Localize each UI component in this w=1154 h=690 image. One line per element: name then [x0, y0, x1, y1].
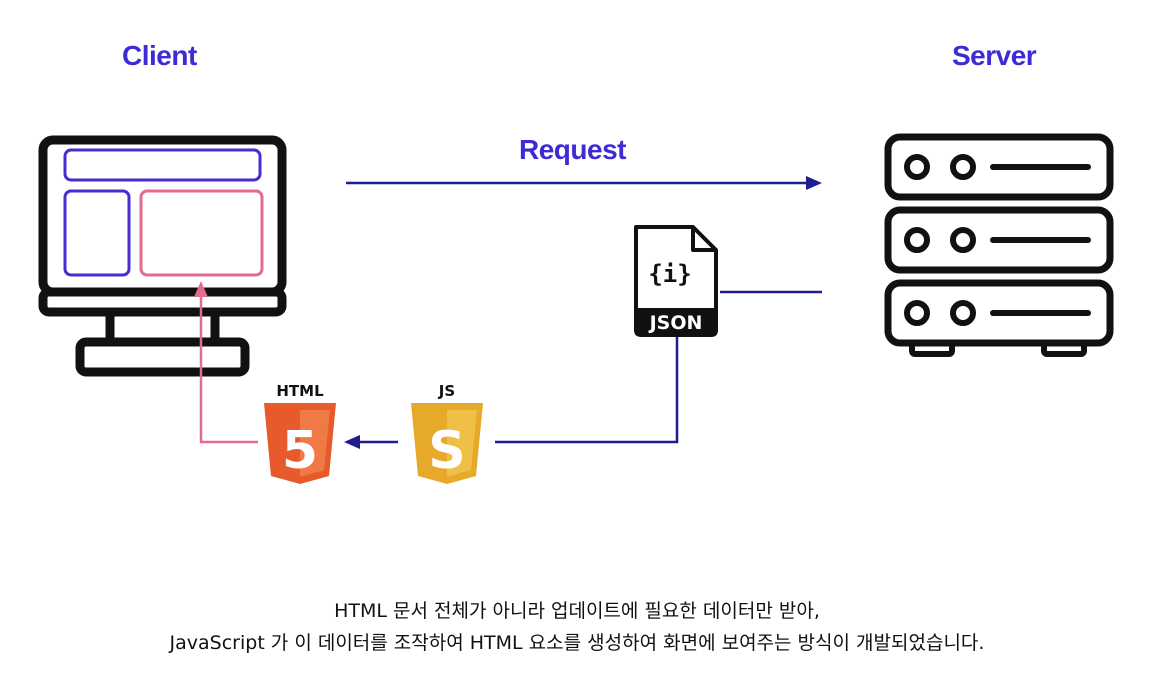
request-arrow: [346, 176, 822, 190]
server-label: Server: [952, 40, 1037, 71]
response-line: [495, 290, 822, 444]
json-glyph: {i}: [648, 260, 691, 288]
client-label: Client: [122, 40, 197, 71]
monitor-left-panel: [63, 189, 131, 277]
json-file-icon: {i} JSON: [634, 225, 718, 337]
js-to-html-arrow: [344, 435, 398, 449]
js-digit: S: [428, 421, 465, 481]
js-label: JS: [438, 382, 455, 400]
request-label: Request: [519, 134, 626, 165]
architecture-diagram: {i} JSON HTML 5 JS S: [38, 133, 1114, 484]
caption-line-1: HTML 문서 전체가 아니라 업데이트에 필요한 데이터만 받아,: [334, 600, 820, 622]
html5-digit: 5: [282, 421, 318, 481]
monitor-content-panel: [139, 189, 264, 277]
render-arrow: [194, 281, 258, 444]
caption-line-2: JavaScript 가 이 데이터를 조작하여 HTML 요소를 생성하여 화…: [169, 632, 985, 654]
html5-label: HTML: [276, 382, 324, 400]
html5-icon: HTML 5: [264, 382, 336, 484]
js-icon: JS S: [411, 382, 483, 484]
server-rack-icon: [884, 133, 1114, 357]
monitor-top-panel: [63, 148, 262, 182]
json-label: JSON: [648, 312, 703, 334]
monitor-icon: [38, 135, 287, 377]
